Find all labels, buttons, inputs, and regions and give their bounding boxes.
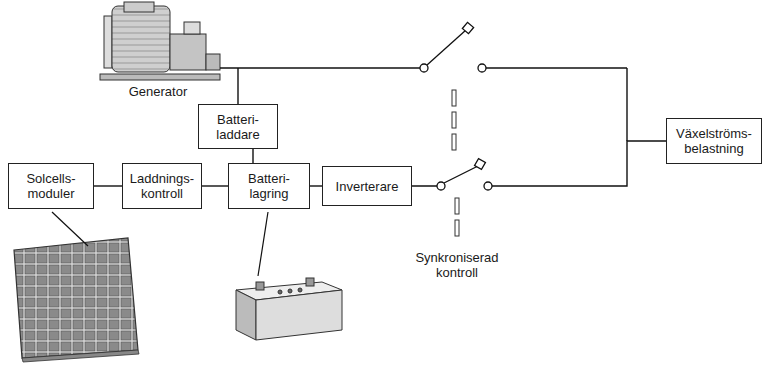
process-box: Batteri- lagring <box>228 163 310 209</box>
box-label: Laddnings- kontroll <box>127 171 197 201</box>
battery-illustration <box>236 278 342 340</box>
box-label: Inverterare <box>336 179 399 194</box>
wire-connector <box>94 185 122 186</box>
process-box: Solcells- moduler <box>8 163 94 209</box>
caption-label: Synkroniserad kontroll <box>400 250 514 280</box>
wire <box>220 68 627 141</box>
wire-connector <box>202 185 228 186</box>
solar-panel-illustration <box>14 238 139 362</box>
leader-line <box>258 212 268 276</box>
process-box: Laddnings- kontroll <box>122 163 202 209</box>
box-label: Växelströms- belastning <box>671 126 757 156</box>
wire-connector <box>310 185 322 186</box>
caption-label: Generator <box>112 84 204 99</box>
wire-connector <box>412 141 666 186</box>
box-label: Solcells- moduler <box>13 171 89 201</box>
switch-symbol <box>437 159 492 190</box>
box-label: Batteri- lagring <box>233 171 305 201</box>
process-box: Inverterare <box>322 166 412 206</box>
process-box: Batteri- laddare <box>198 104 278 149</box>
synchronized-linkage <box>452 90 459 236</box>
switch-symbol <box>420 22 486 72</box>
box-label: Batteri- laddare <box>203 112 273 142</box>
process-box: Växelströms- belastning <box>666 118 762 164</box>
wire-connector <box>252 149 253 163</box>
leader-line <box>52 212 88 246</box>
generator-illustration <box>100 2 220 80</box>
